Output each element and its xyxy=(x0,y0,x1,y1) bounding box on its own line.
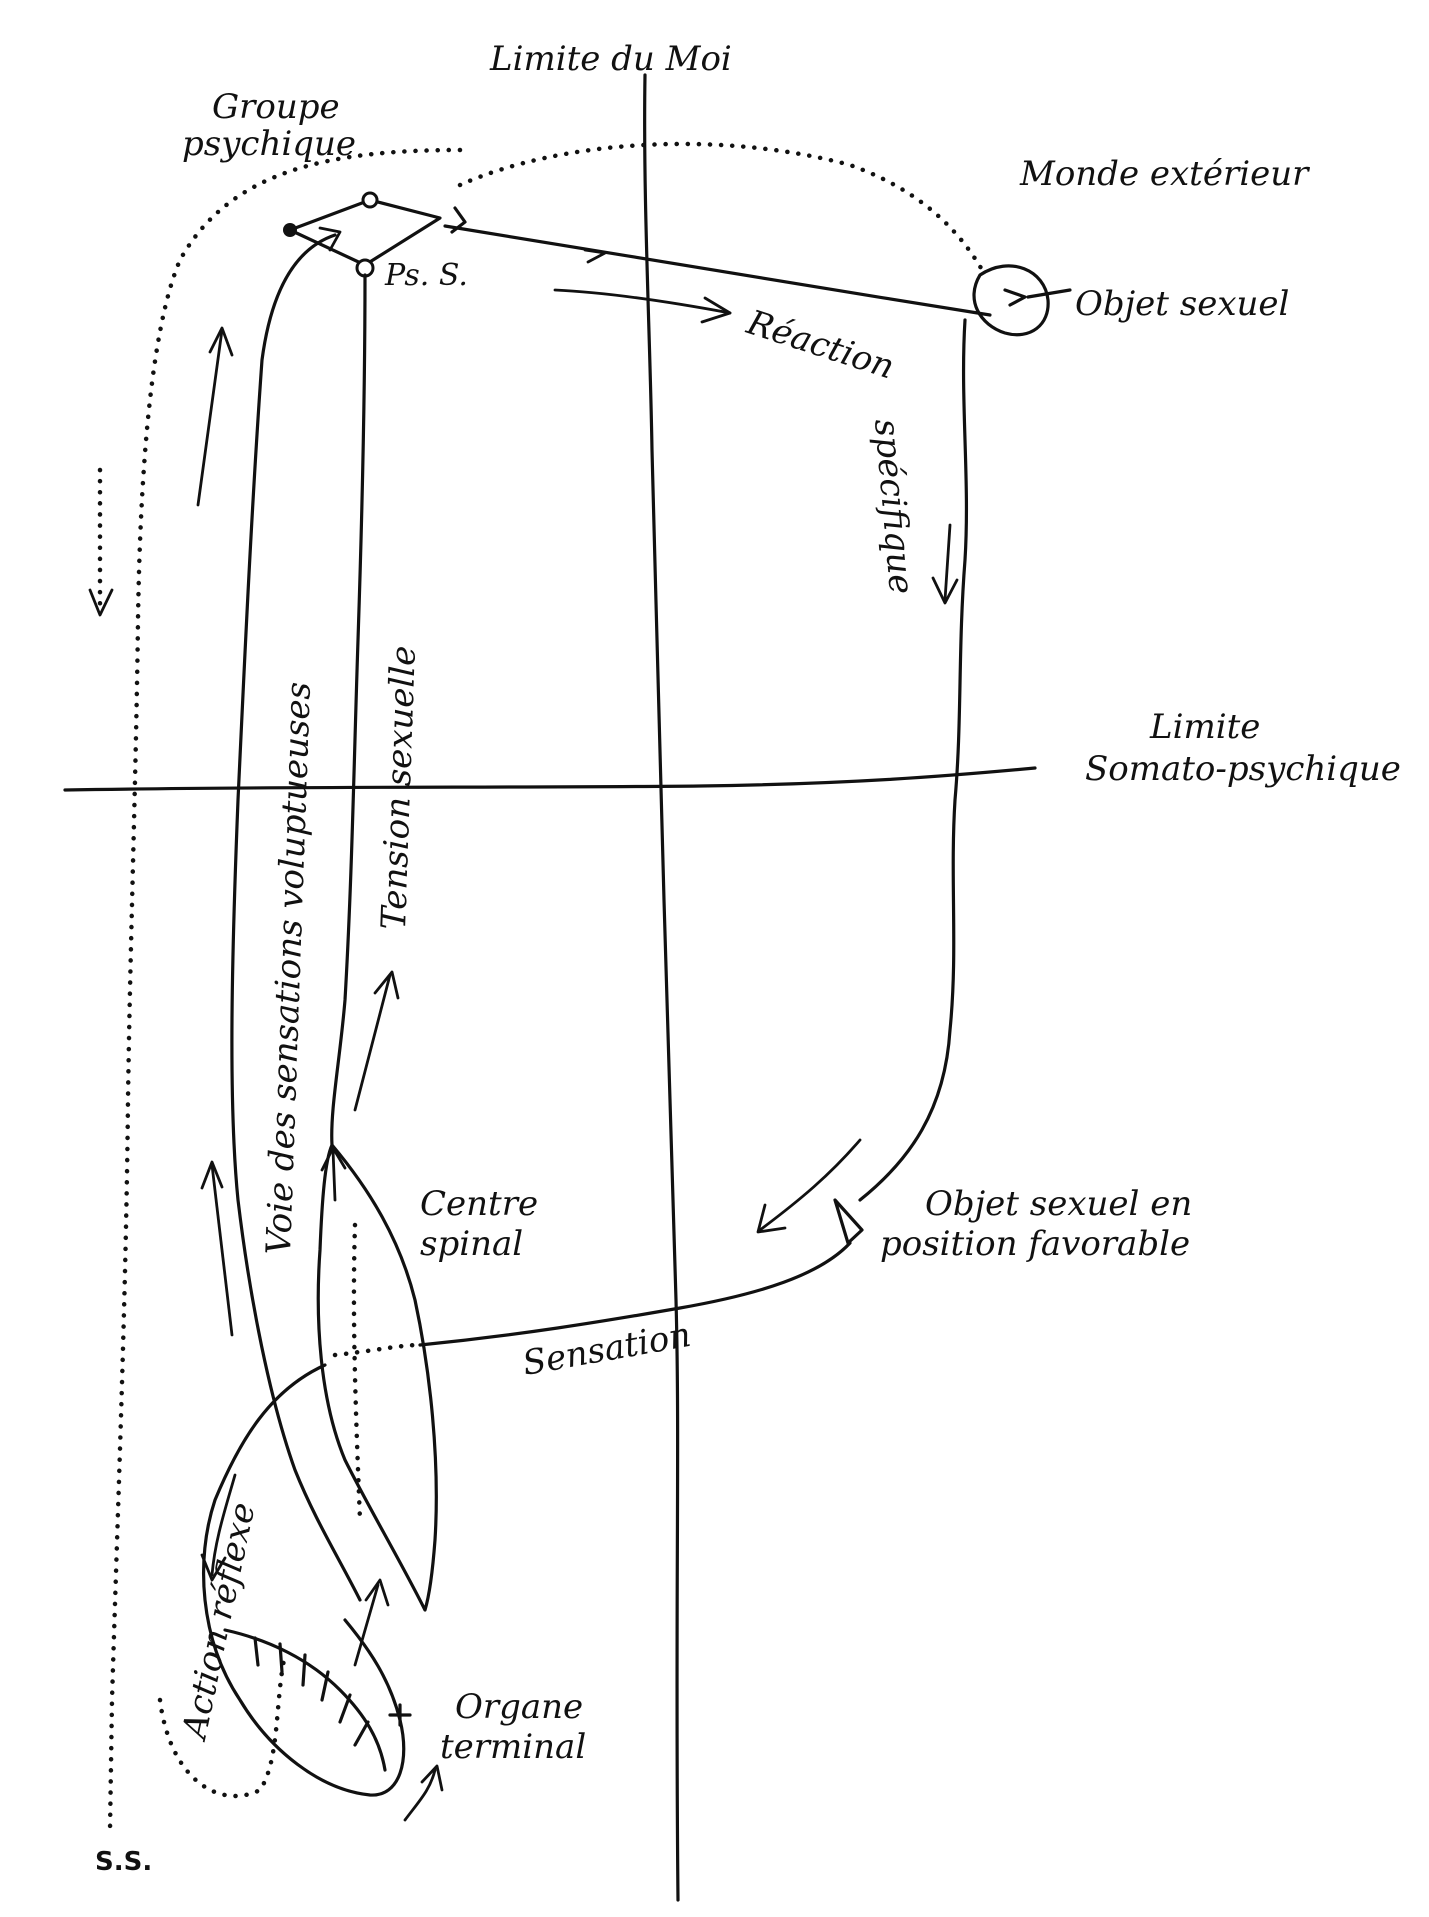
specifique-down-arrowhead xyxy=(931,576,959,605)
psychic-group-links xyxy=(288,198,442,267)
label-groupe: Groupe xyxy=(212,87,340,127)
label-centre: Centre xyxy=(420,1184,538,1224)
limite-du-moi-line xyxy=(643,73,680,1902)
sensation-path xyxy=(418,1241,852,1347)
label-tension-sexuelle: Tension sexuelle xyxy=(374,645,424,930)
label-reaction: Réaction xyxy=(741,302,899,387)
specifique-down-arrow xyxy=(943,523,952,602)
terminal-up-arrow xyxy=(403,1768,437,1822)
reflex-arrowhead xyxy=(200,1553,227,1582)
reflex-arrow xyxy=(210,1473,237,1577)
reflex-dotted-path xyxy=(332,1342,423,1358)
label-ss: S.S. xyxy=(95,1847,152,1877)
label-ps-s: Ps. S. xyxy=(384,258,468,293)
reaction-arrowhead xyxy=(700,296,732,324)
node-filled xyxy=(283,223,297,237)
label-limite: Limite xyxy=(1149,707,1260,747)
descent-arrow xyxy=(758,1138,862,1232)
label-spinal: spinal xyxy=(420,1224,523,1264)
voie-up-arrow-2-head xyxy=(200,1160,224,1190)
label-specifique: spécifique xyxy=(866,417,921,596)
label-sensation: Sensation xyxy=(520,1315,694,1384)
organe-terminal-tick xyxy=(388,1703,412,1727)
tension-up-arrow xyxy=(353,973,392,1112)
voie-up-arrow-1-head xyxy=(208,326,234,357)
voie-top-arrowhead xyxy=(318,226,342,252)
centre-up-arrow xyxy=(331,1148,337,1202)
organe-terminal-curve xyxy=(223,1628,387,1772)
tension-up-arrow-head xyxy=(373,970,400,1000)
reaction-arrow xyxy=(553,288,732,315)
label-objet-favorable-1: Objet sexuel en xyxy=(925,1184,1192,1224)
tension-sexuelle-line xyxy=(330,273,367,1147)
group-to-object-line xyxy=(443,224,992,317)
group-to-object-arrowhead xyxy=(583,248,607,264)
objet-sexuel-pointer xyxy=(1003,288,1072,307)
organ-up-arrow xyxy=(353,1583,380,1667)
label-objet-favorable-2: position favorable xyxy=(880,1224,1190,1264)
centre-spinal-lobe xyxy=(316,1143,438,1612)
favorable-triangle xyxy=(833,1198,864,1245)
centre-up-arrow-head xyxy=(320,1146,347,1172)
voie-sensations-line xyxy=(230,233,362,1602)
organ-up-arrow-head xyxy=(364,1578,390,1607)
object-descent-path xyxy=(858,318,969,1202)
voie-up-arrow-2 xyxy=(210,1163,234,1337)
label-monde-exterieur: Monde extérieur xyxy=(1019,154,1310,194)
label-action-reflexe: Action réflexe xyxy=(174,1499,264,1745)
terminal-up-arrow-head xyxy=(420,1764,444,1792)
label-somato-psychique: Somato-psychique xyxy=(1085,749,1401,789)
label-limite-du-moi: Limite du Moi xyxy=(489,39,732,79)
label-terminal: terminal xyxy=(440,1727,586,1767)
limite-somato-psychique-line xyxy=(63,766,1037,792)
psychic-group-dotted-boundary xyxy=(457,141,988,278)
node-top xyxy=(361,191,379,209)
objet-sexuel-circle xyxy=(972,264,1050,337)
label-organe: Organe xyxy=(455,1687,583,1727)
label-voie-sensations: Voie des sensations voluptueuses xyxy=(259,681,319,1255)
label-objet-sexuel: Objet sexuel xyxy=(1075,284,1289,324)
descent-arrowhead xyxy=(756,1203,787,1234)
label-psychique: psychique xyxy=(182,124,356,164)
left-dotted-arrowhead xyxy=(88,588,114,617)
organe-terminal-hatches xyxy=(253,1636,370,1747)
voie-up-arrow-1 xyxy=(196,328,224,507)
center-dotted-down xyxy=(351,1222,363,1523)
